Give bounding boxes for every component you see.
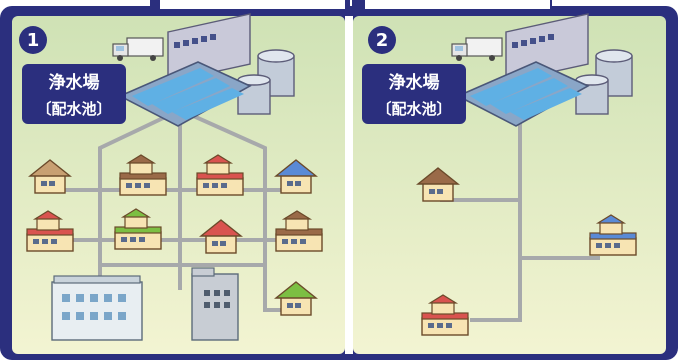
number-badge-1: 1 (19, 26, 47, 54)
plant-label-1: 浄水場 〔配水池〕 (22, 64, 126, 124)
plant-label-2: 浄水場 〔配水池〕 (362, 64, 466, 124)
filter-basins-1 (118, 61, 252, 127)
office-building (191, 267, 239, 341)
top-tab-gap-left (160, 0, 345, 9)
filter-basins-2 (456, 61, 590, 127)
panel-divider (345, 16, 353, 354)
truck-icon (112, 37, 164, 61)
plant-name-2: 浄水場 (389, 72, 440, 93)
storage-tanks-2 (575, 49, 633, 115)
water-plant-building-2 (505, 13, 589, 83)
plant-sub-2: 〔配水池〕 (376, 100, 451, 118)
number-badge-1-text: 1 (27, 30, 40, 51)
truck-icon-2 (451, 37, 503, 61)
pipes-panel-1 (60, 107, 305, 325)
number-badge-2: 2 (368, 26, 396, 54)
number-badge-2-text: 2 (376, 30, 389, 51)
top-tab-gap-right (365, 0, 550, 9)
water-plant-building-1 (167, 13, 251, 83)
plant-name-1: 浄水場 (49, 72, 100, 93)
plant-sub-1: 〔配水池〕 (36, 100, 111, 118)
apartment-building (51, 275, 143, 341)
storage-tanks-1 (237, 49, 295, 115)
